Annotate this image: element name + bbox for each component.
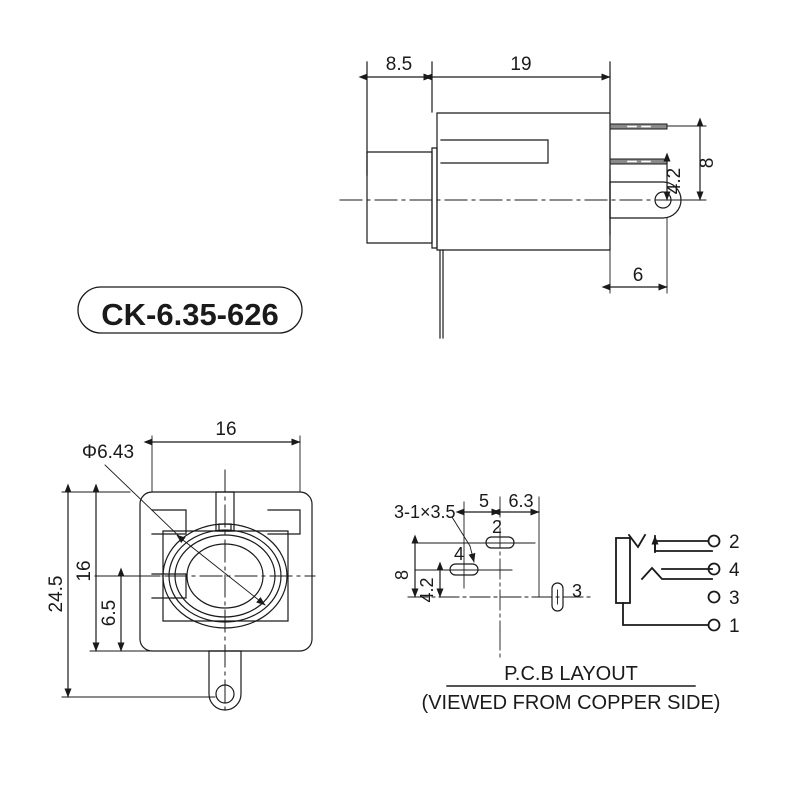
dim-label-pcb-6p3: 6.3 — [508, 491, 533, 511]
front-face-geometry — [94, 469, 316, 716]
dim-label-19: 19 — [510, 54, 531, 75]
dim-label-diameter-6p43: Φ6.43 — [82, 442, 134, 463]
pcb-layout-subtitle: (VIEWED FROM COPPER SIDE) — [422, 692, 721, 714]
pcb-layout-title: P.C.B LAYOUT — [504, 663, 638, 685]
dim-label-16-height: 16 — [74, 560, 95, 581]
dim-label-8: 8 — [697, 158, 718, 169]
pcb-hole-note: 3-1×3.5 — [394, 502, 456, 522]
pcb-layout-geometry — [407, 496, 696, 687]
schematic-terminal-label-3: 3 — [729, 588, 740, 609]
dim-label-pcb-4p2: 4.2 — [417, 577, 437, 602]
dim-label-4p2: 4.2 — [664, 168, 685, 194]
dim-label-6: 6 — [633, 265, 644, 286]
dim-label-24p5: 24.5 — [46, 576, 67, 613]
part-number-badge — [77, 286, 303, 334]
pcb-pad-label-4: 4 — [454, 544, 464, 564]
schematic-terminal-label-2: 2 — [729, 532, 740, 553]
dim-label-pcb-8: 8 — [392, 570, 412, 580]
dim-label-6p5: 6.5 — [99, 600, 120, 626]
drawing-text-layer: 8.5 19 8 4.2 6 CK-6.35-626 16 24.5 16 6.… — [46, 54, 740, 714]
pcb-pad-label-3: 3 — [572, 581, 582, 601]
dim-label-16-width: 16 — [215, 419, 236, 440]
part-number-label: CK-6.35-626 — [101, 297, 278, 332]
side-elevation-geometry — [339, 61, 701, 339]
dim-label-8p5: 8.5 — [386, 54, 412, 75]
side-view-dimension-lines — [358, 73, 707, 294]
schematic-terminal-label-4: 4 — [729, 560, 740, 581]
dim-label-pcb-5: 5 — [479, 491, 489, 511]
pcb-dimension-lines — [411, 508, 540, 598]
contact-schematic-geometry — [615, 533, 721, 632]
front-view-dimension-lines — [61, 435, 301, 698]
schematic-terminal-label-1: 1 — [729, 616, 740, 637]
pcb-pad-label-2: 2 — [492, 517, 502, 537]
